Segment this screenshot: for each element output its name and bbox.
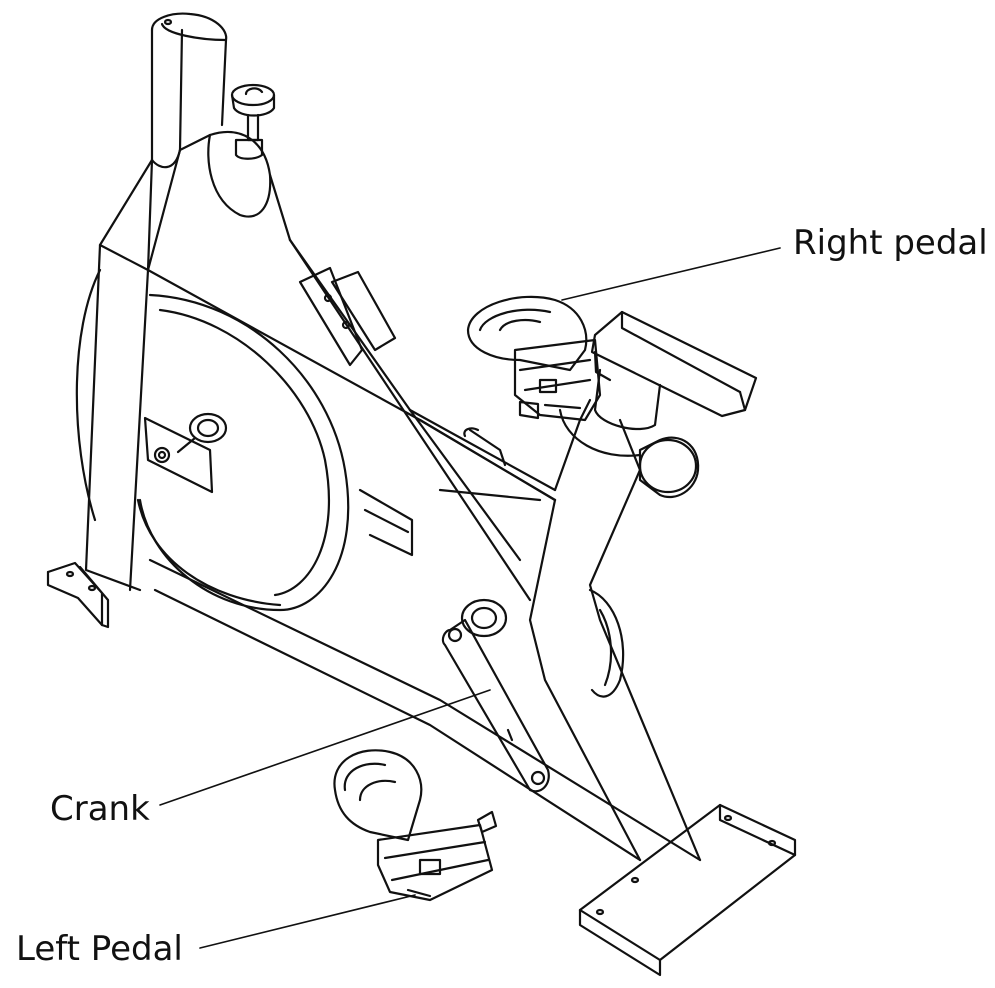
handlebar-mount xyxy=(590,310,758,430)
right-pedal-label: Right pedal xyxy=(793,223,988,263)
leader-left-pedal xyxy=(199,894,416,949)
seat-adjustment-knob xyxy=(230,83,276,160)
leader-crank xyxy=(159,689,491,806)
leader-right-pedal xyxy=(561,247,781,301)
flywheel-axle xyxy=(143,412,228,494)
leader-lines xyxy=(159,247,781,949)
frame-bracket xyxy=(298,266,397,367)
resistance-knob xyxy=(638,436,700,498)
left-pedal xyxy=(333,749,498,902)
crank-arm xyxy=(441,598,550,793)
front-foot xyxy=(578,803,797,977)
frame xyxy=(84,12,702,862)
right-pedal xyxy=(466,295,602,422)
flywheel-guard xyxy=(358,488,414,557)
rear-foot-left xyxy=(46,561,110,629)
left-pedal-label: Left Pedal xyxy=(16,929,183,969)
crank-label: Crank xyxy=(50,789,150,829)
